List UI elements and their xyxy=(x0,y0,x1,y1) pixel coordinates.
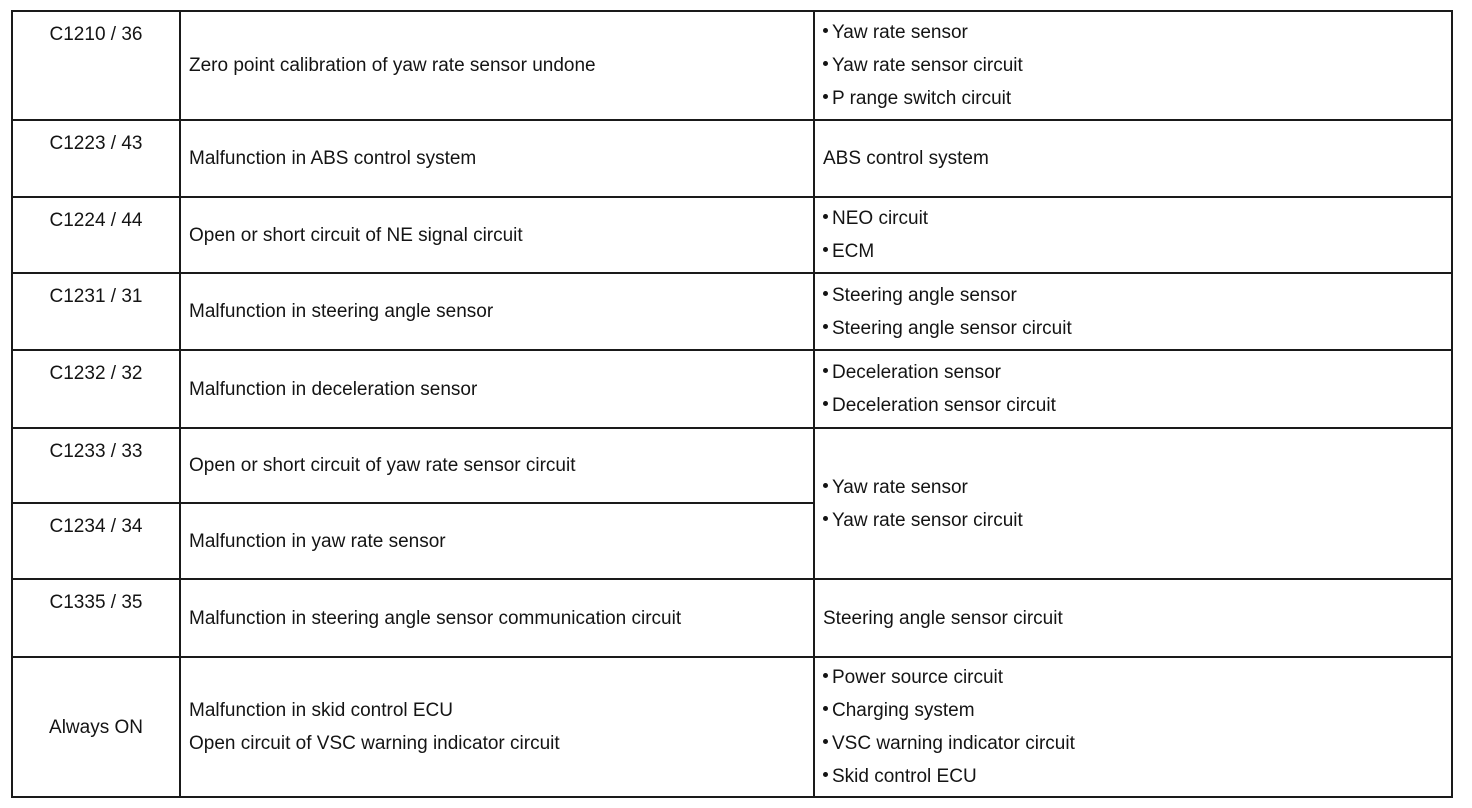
list-item: Yaw rate sensor circuit xyxy=(823,504,1443,537)
dtc-code-cell: C1210 / 36 xyxy=(11,10,181,121)
detection-condition: Malfunction in steering angle sensor com… xyxy=(189,607,682,629)
bullet-icon xyxy=(823,482,828,488)
bullet-icon xyxy=(823,739,828,745)
table-row: C1233 / 33 Open or short circuit of yaw … xyxy=(11,427,1453,580)
dtc-code: C1234 / 34 xyxy=(49,516,143,537)
bullet-icon xyxy=(823,247,828,253)
trouble-area-list: Deceleration sensor Deceleration sensor … xyxy=(823,356,1443,422)
detection-condition: Open or short circuit of yaw rate sensor… xyxy=(189,455,576,476)
list-item: Steering angle sensor circuit xyxy=(823,312,1443,345)
table-row: C1234 / 34 Malfunction in yaw rate senso… xyxy=(11,502,1452,580)
table-row: Always ON Malfunction in skid control EC… xyxy=(11,656,1453,798)
detection-condition: Malfunction in skid control ECU xyxy=(189,700,453,721)
detection-condition: Malfunction in deceleration sensor xyxy=(189,378,478,400)
list-item: Yaw rate sensor xyxy=(823,16,1443,49)
list-item: Yaw rate sensor circuit xyxy=(823,49,1443,82)
dtc-code: C1224 / 44 xyxy=(49,210,143,231)
table-row: C1223 / 43 Malfunction in ABS control sy… xyxy=(11,119,1453,198)
list-item: Steering angle sensor xyxy=(823,279,1443,312)
trouble-area-cell: Power source circuit Charging system VSC… xyxy=(813,656,1453,798)
list-item: P range switch circuit xyxy=(823,82,1443,115)
detection-condition-cell: Malfunction in deceleration sensor xyxy=(179,349,815,429)
trouble-area: ABS control system xyxy=(823,148,989,169)
dtc-code: C1233 / 33 xyxy=(49,441,143,462)
trouble-area-list: NEO circuit ECM xyxy=(823,202,1443,268)
detection-condition-cell: Open or short circuit of NE signal circu… xyxy=(179,196,815,274)
dtc-code: C1210 / 36 xyxy=(49,24,143,45)
detection-condition-cell: Zero point calibration of yaw rate senso… xyxy=(179,10,815,121)
bullet-icon xyxy=(823,28,828,34)
trouble-area-cell: Yaw rate sensor Yaw rate sensor circuit … xyxy=(813,10,1453,121)
detection-condition: Zero point calibration of yaw rate senso… xyxy=(189,55,596,76)
detection-condition: Open or short circuit of NE signal circu… xyxy=(189,224,523,246)
table-row: C1224 / 44 Open or short circuit of NE s… xyxy=(11,196,1453,274)
dtc-code: C1335 / 35 xyxy=(49,592,143,613)
detection-condition: Malfunction in yaw rate sensor xyxy=(189,530,446,552)
trouble-area-cell: Steering angle sensor circuit xyxy=(813,578,1453,658)
detection-condition-cell: Malfunction in skid control ECU Open cir… xyxy=(179,656,815,798)
trouble-area-cell: Deceleration sensor Deceleration sensor … xyxy=(813,349,1453,429)
table-row: C1335 / 35 Malfunction in steering angle… xyxy=(11,578,1453,658)
detection-condition-cell: Malfunction in yaw rate sensor xyxy=(179,502,815,580)
bullet-icon xyxy=(823,94,828,100)
trouble-area: Steering angle sensor circuit xyxy=(823,607,1063,629)
dtc-code-cell: Always ON xyxy=(11,656,181,798)
dtc-code-cell: C1335 / 35 xyxy=(11,578,181,658)
list-item: Yaw rate sensor xyxy=(823,471,1443,504)
detection-condition-cell: Open or short circuit of yaw rate sensor… xyxy=(179,427,815,504)
trouble-area-cell: ABS control system xyxy=(813,119,1453,198)
dtc-code-cell: C1223 / 43 xyxy=(11,119,181,198)
dtc-code-cell: C1234 / 34 xyxy=(11,502,181,580)
table-row: C1210 / 36 Zero point calibration of yaw… xyxy=(11,10,1453,121)
bullet-icon xyxy=(823,323,828,329)
list-item: VSC warning indicator circuit xyxy=(823,727,1443,760)
trouble-area-list: Yaw rate sensor Yaw rate sensor circuit xyxy=(823,471,1443,537)
dtc-code-cell: C1224 / 44 xyxy=(11,196,181,274)
bullet-icon xyxy=(823,61,828,67)
list-item: NEO circuit xyxy=(823,202,1443,235)
trouble-area-cell: NEO circuit ECM xyxy=(813,196,1453,274)
list-item: Power source circuit xyxy=(823,661,1443,694)
trouble-area-list: Steering angle sensor Steering angle sen… xyxy=(823,279,1443,345)
dtc-code-cell: C1231 / 31 xyxy=(11,272,181,351)
list-item: Deceleration sensor circuit xyxy=(823,389,1443,422)
dtc-code: C1232 / 32 xyxy=(49,363,143,384)
trouble-area-list: Yaw rate sensor Yaw rate sensor circuit … xyxy=(823,16,1443,115)
dtc-code: C1223 / 43 xyxy=(49,133,143,154)
dtc-code: C1231 / 31 xyxy=(49,286,143,307)
trouble-area-list: Power source circuit Charging system VSC… xyxy=(823,661,1443,793)
bullet-icon xyxy=(823,368,828,374)
detection-condition-cell: Malfunction in steering angle sensor com… xyxy=(179,578,815,658)
list-item: Skid control ECU xyxy=(823,760,1443,793)
detection-condition: Malfunction in steering angle sensor xyxy=(189,301,494,322)
detection-condition: Malfunction in ABS control system xyxy=(189,148,477,169)
bullet-icon xyxy=(823,515,828,521)
detection-condition-cell: Malfunction in ABS control system xyxy=(179,119,815,198)
list-item: Charging system xyxy=(823,694,1443,727)
dtc-table: C1210 / 36 Zero point calibration of yaw… xyxy=(11,10,1453,798)
table-row: C1232 / 32 Malfunction in deceleration s… xyxy=(11,349,1453,429)
bullet-icon xyxy=(823,290,828,296)
bullet-icon xyxy=(823,706,828,712)
dtc-code-cell: C1232 / 32 xyxy=(11,349,181,429)
list-item: ECM xyxy=(823,235,1443,268)
detection-condition-cell: Malfunction in steering angle sensor xyxy=(179,272,815,351)
dtc-code-cell: C1233 / 33 xyxy=(11,427,181,504)
list-item: Deceleration sensor xyxy=(823,356,1443,389)
dtc-code: Always ON xyxy=(49,716,143,738)
bullet-icon xyxy=(823,214,828,220)
trouble-area-cell: Steering angle sensor Steering angle sen… xyxy=(813,272,1453,351)
trouble-area-cell: Yaw rate sensor Yaw rate sensor circuit xyxy=(813,427,1453,580)
bullet-icon xyxy=(823,401,828,407)
detection-condition: Open circuit of VSC warning indicator ci… xyxy=(189,733,560,754)
bullet-icon xyxy=(823,673,828,679)
table-row: C1231 / 31 Malfunction in steering angle… xyxy=(11,272,1453,351)
bullet-icon xyxy=(823,772,828,778)
